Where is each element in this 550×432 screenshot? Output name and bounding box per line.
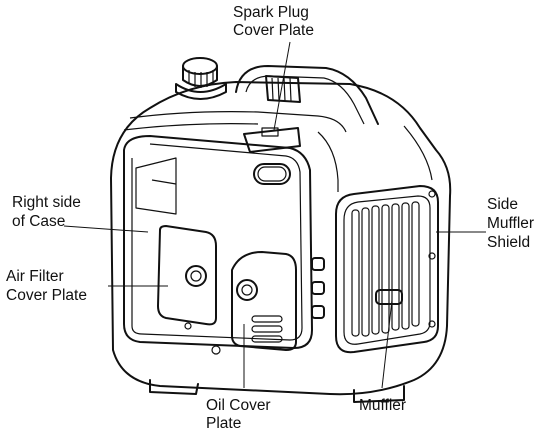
label-air-filter-line2: Cover Plate — [6, 287, 87, 304]
leader-lines — [63, 41, 486, 389]
handle-grip — [265, 75, 301, 103]
carry-handle — [235, 65, 379, 125]
label-muffler: Muffler — [359, 397, 406, 414]
label-oil-cover-line1: Oil Cover — [206, 397, 271, 414]
fuel-cap — [175, 57, 227, 100]
label-spark-plug-line2: Cover Plate — [233, 22, 314, 39]
label-oil-cover-line2: Plate — [206, 415, 241, 432]
front-foot — [149, 379, 199, 395]
generator-body-outline — [110, 81, 452, 396]
label-side-muffler-line1: Side — [487, 196, 518, 213]
label-right-side-line2: of Case — [12, 213, 65, 230]
muffler-outlet — [375, 289, 403, 305]
control-knobs — [311, 257, 325, 319]
generator-illustration — [110, 57, 452, 403]
side-grip-recess — [253, 163, 291, 185]
label-spark-plug-line1: Spark Plug — [233, 4, 309, 21]
rear-foot — [353, 385, 405, 403]
air-filter-cover-plate — [157, 225, 217, 326]
right-side-case-panel — [123, 135, 313, 349]
label-side-muffler-line3: Shield — [487, 234, 530, 251]
oil-cover-plate — [231, 251, 297, 351]
side-muffler-shield — [335, 185, 439, 354]
label-side-muffler-line2: Muffler — [487, 215, 534, 232]
label-right-side-line1: Right side — [12, 194, 81, 211]
callout-labels: Spark Plug Cover Plate Right side of Cas… — [6, 4, 534, 432]
label-air-filter-line1: Air Filter — [6, 268, 64, 285]
spark-plug-cover-plate — [243, 127, 301, 153]
